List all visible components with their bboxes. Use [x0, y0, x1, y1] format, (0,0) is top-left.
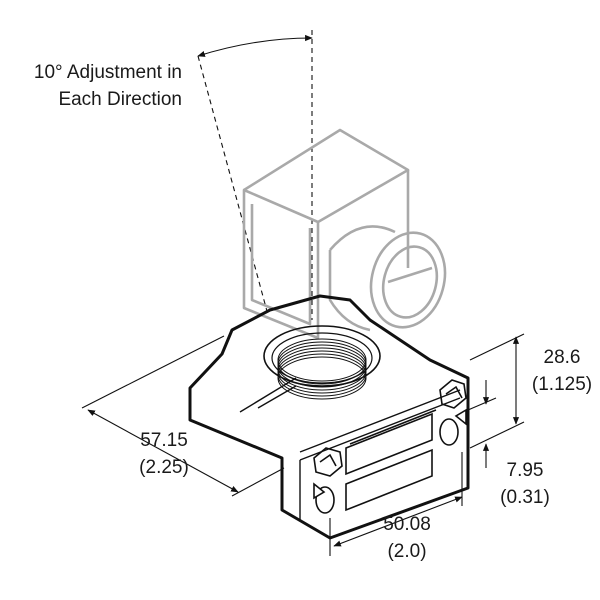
adjustment-angle — [197, 30, 313, 320]
length-value-mm: 57.15 — [140, 430, 188, 451]
thickness-value-mm: 7.95 — [506, 460, 544, 481]
dimension-length — [81, 335, 285, 497]
sensor-housing-ghost — [242, 128, 447, 340]
dimension-height — [469, 333, 525, 449]
width-value-in: (2.0) — [387, 541, 427, 562]
width-value-mm: 50.08 — [383, 514, 431, 535]
bracket-detail-lines — [239, 377, 461, 520]
length-value-in: (2.25) — [139, 457, 189, 478]
dimension-thickness — [467, 380, 497, 468]
mounting-hardware — [313, 379, 467, 514]
thickness-value-in: (0.31) — [500, 487, 550, 508]
height-value-in: (1.125) — [531, 374, 593, 395]
height-value-mm: 28.6 — [543, 347, 581, 368]
adjustment-label-line1: 10° Adjustment in — [33, 62, 182, 83]
bracket-base — [188, 294, 470, 540]
adjustment-label-line2: Each Direction — [58, 89, 182, 110]
threaded-bore — [263, 325, 381, 400]
dimension-width — [329, 452, 463, 556]
